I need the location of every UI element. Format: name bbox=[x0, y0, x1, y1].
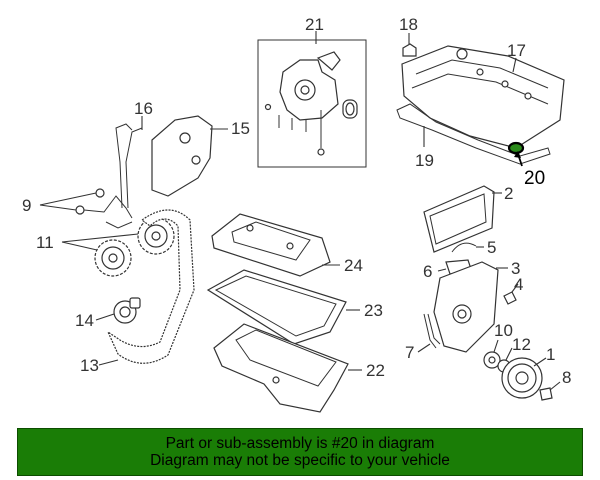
part-4-bolt[interactable] bbox=[503, 283, 519, 305]
callout-18: 18 bbox=[399, 15, 418, 34]
part-2-middle-cover[interactable] bbox=[423, 185, 502, 253]
part-20-plug-seal[interactable] bbox=[507, 141, 525, 167]
callout-22: 22 bbox=[366, 361, 385, 380]
callout-20: 20 bbox=[524, 168, 545, 189]
callout-23: 23 bbox=[364, 301, 383, 320]
part-15-upper-timing-cover[interactable] bbox=[151, 115, 228, 197]
part-17-valve-cover[interactable] bbox=[401, 45, 565, 149]
part-11-cam-pulleys[interactable] bbox=[61, 217, 175, 277]
callout-8: 8 bbox=[562, 368, 571, 387]
callout-7: 7 bbox=[405, 343, 414, 362]
part-14-tensioner[interactable] bbox=[95, 297, 141, 324]
callout-17: 17 bbox=[507, 41, 526, 60]
part-8-pulley-bolt[interactable] bbox=[539, 381, 561, 401]
callout-12: 12 bbox=[512, 335, 531, 354]
footer-line-2: Diagram may not be specific to your vehi… bbox=[150, 452, 450, 469]
callout-2: 2 bbox=[504, 184, 513, 203]
part-21-oil-pump-group[interactable] bbox=[257, 31, 367, 168]
callout-16: 16 bbox=[134, 99, 153, 118]
callout-6: 6 bbox=[423, 262, 432, 281]
part-24-baffle-plate[interactable] bbox=[211, 213, 340, 277]
part-13-timing-belt[interactable] bbox=[98, 209, 195, 366]
part-3-lower-cover[interactable] bbox=[433, 261, 508, 353]
callout-24: 24 bbox=[344, 256, 363, 275]
part-1-crank-pulley[interactable] bbox=[501, 357, 547, 399]
callout-19: 19 bbox=[415, 151, 434, 170]
callout-4: 4 bbox=[514, 275, 523, 294]
callout-10: 10 bbox=[494, 321, 513, 340]
part-18-cap-nut[interactable] bbox=[402, 33, 417, 57]
callout-21: 21 bbox=[305, 15, 324, 34]
footer-line-1: Part or sub-assembly is #20 in diagram bbox=[165, 435, 435, 452]
part-7-harness[interactable] bbox=[417, 313, 441, 353]
part-16-dipstick-tube[interactable] bbox=[115, 116, 143, 209]
part-5-cover-seal[interactable] bbox=[451, 242, 484, 253]
footer-banner: Part or sub-assembly is #20 in diagram D… bbox=[17, 428, 583, 476]
callout-13: 13 bbox=[80, 356, 99, 375]
callout-15: 15 bbox=[231, 119, 250, 138]
callout-1: 1 bbox=[546, 345, 555, 364]
callout-5: 5 bbox=[487, 238, 496, 257]
engine-parts-diagram: 21 17 18 19 20 15 16 bbox=[22, 15, 571, 413]
callout-9: 9 bbox=[22, 196, 31, 215]
part-23-pan-gasket[interactable] bbox=[206, 269, 360, 345]
part-19-cover-gasket[interactable] bbox=[396, 103, 551, 165]
part-22-oil-pan[interactable] bbox=[213, 323, 362, 413]
part-10-crank-sprocket[interactable] bbox=[483, 339, 501, 369]
part-9-sensor-clips[interactable] bbox=[39, 188, 133, 229]
callout-3: 3 bbox=[511, 259, 520, 278]
callout-11: 11 bbox=[36, 233, 54, 252]
callout-14: 14 bbox=[75, 311, 94, 330]
